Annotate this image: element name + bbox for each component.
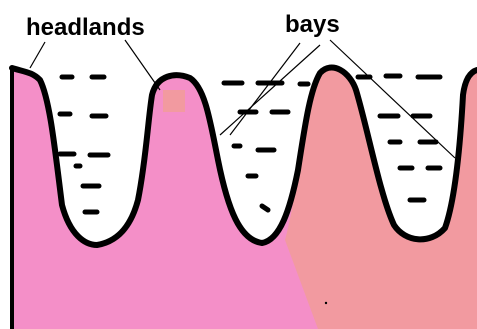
headlands-label: headlands — [26, 14, 145, 41]
land-patch — [163, 90, 185, 112]
coastline — [12, 68, 477, 245]
bays-label: bays — [285, 11, 340, 38]
water-dashes-left-bay — [60, 77, 108, 212]
speck — [325, 302, 327, 304]
